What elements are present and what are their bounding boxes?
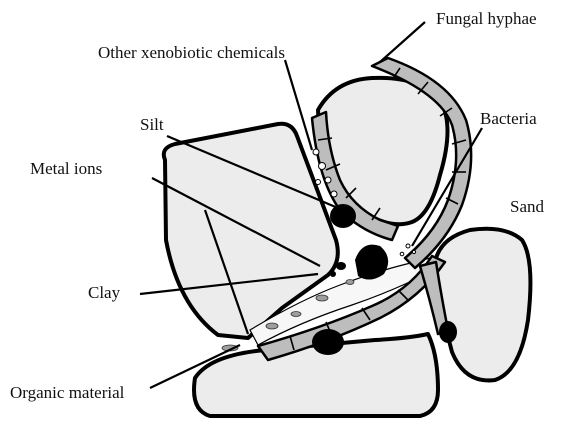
label-metal-ions: Metal ions [30,159,102,178]
label-clay: Clay [88,283,121,302]
label-other-xenobiotic: Other xenobiotic chemicals [98,43,285,62]
label-bacteria: Bacteria [480,109,537,128]
label-fungal-hyphae: Fungal hyphae [436,9,537,28]
sand-grain-right [435,229,530,381]
label-silt: Silt [140,115,164,134]
label-organic-material: Organic material [10,383,125,402]
label-sand: Sand [510,197,545,216]
